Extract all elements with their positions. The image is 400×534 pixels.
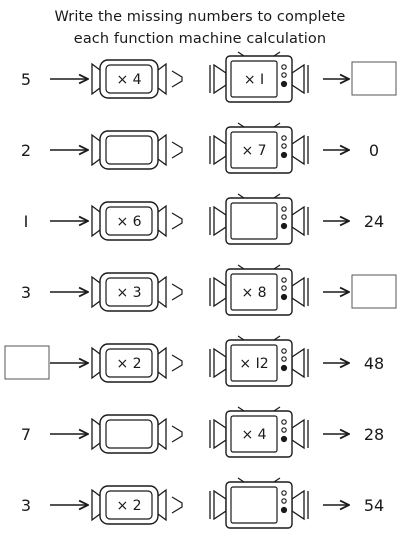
operation-panel (105, 206, 153, 236)
operation-label: × 6 (116, 214, 141, 230)
blank-operation-box[interactable] (230, 202, 278, 240)
function-machine-row: I × 6 24 (24, 193, 384, 245)
blank-operation-box[interactable] (230, 486, 278, 524)
multiplier-machine: × 2 (91, 485, 167, 525)
multiplier-machine: × 2 (91, 343, 167, 383)
input-number: 5 (21, 70, 31, 89)
output-number: 48 (364, 354, 384, 373)
multiplier-machine: × 4 (91, 59, 167, 99)
multiplier-machine (91, 414, 167, 454)
operation-label: × 2 (116, 498, 141, 514)
connector-bow (171, 212, 183, 230)
instructions-line-2: each function machine calculation (73, 31, 327, 47)
operation-screen (230, 344, 278, 382)
instructions-line-1: Write the missing numbers to complete (54, 9, 346, 25)
connector-bow (171, 425, 183, 443)
function-machine-row: 3 × 2 54 (21, 477, 384, 529)
operation-label: × I (244, 72, 264, 88)
tv-machine: × I (209, 51, 309, 103)
input-number: I (24, 212, 29, 231)
operation-panel (105, 490, 153, 520)
function-machine-row: × 2 × I2 48 (4, 335, 384, 387)
operation-label: × 4 (241, 427, 266, 443)
input-answer-box[interactable] (4, 345, 50, 380)
operation-screen (230, 60, 278, 98)
operation-screen (230, 131, 278, 169)
tv-machine: × 7 (209, 122, 309, 174)
input-number: 7 (21, 425, 31, 444)
function-machine-row: 3 × 3 × 8 (21, 264, 397, 316)
operation-label: × 3 (116, 285, 141, 301)
connector-bow (171, 496, 183, 514)
output-number: 54 (364, 496, 384, 515)
operation-label: × 4 (116, 72, 141, 88)
connector-bow (171, 141, 183, 159)
operation-screen (230, 415, 278, 453)
operation-label: × 2 (116, 356, 141, 372)
connector-bow (171, 70, 183, 88)
tv-machine (209, 477, 309, 529)
function-machine-row: 2 × 7 0 (21, 122, 379, 174)
blank-operation-box[interactable] (105, 419, 153, 449)
function-machine-row: 5 × 4 × I (21, 51, 397, 103)
operation-panel (105, 277, 153, 307)
tv-machine (209, 193, 309, 245)
connector-bow (171, 354, 183, 372)
input-number: 2 (21, 141, 31, 160)
input-number: 3 (21, 496, 31, 515)
operation-panel (105, 64, 153, 94)
output-answer-box[interactable] (351, 274, 397, 309)
tv-machine: × I2 (209, 335, 309, 387)
operation-label: × 7 (241, 143, 266, 159)
blank-operation-box[interactable] (105, 135, 153, 165)
tv-machine: × 4 (209, 406, 309, 458)
output-answer-box[interactable] (351, 61, 397, 96)
connector-bow (171, 283, 183, 301)
tv-machine: × 8 (209, 264, 309, 316)
operation-label: × 8 (241, 285, 266, 301)
operation-panel (105, 348, 153, 378)
operation-screen (230, 273, 278, 311)
output-number: 28 (364, 425, 384, 444)
output-number: 0 (369, 141, 379, 160)
output-number: 24 (364, 212, 384, 231)
multiplier-machine: × 3 (91, 272, 167, 312)
multiplier-machine: × 6 (91, 201, 167, 241)
operation-label: × I2 (239, 356, 268, 372)
function-machine-row: 7 × 4 28 (21, 406, 384, 458)
multiplier-machine (91, 130, 167, 170)
input-number: 3 (21, 283, 31, 302)
instructions-title: Write the missing numbers to complete ea… (0, 6, 400, 50)
